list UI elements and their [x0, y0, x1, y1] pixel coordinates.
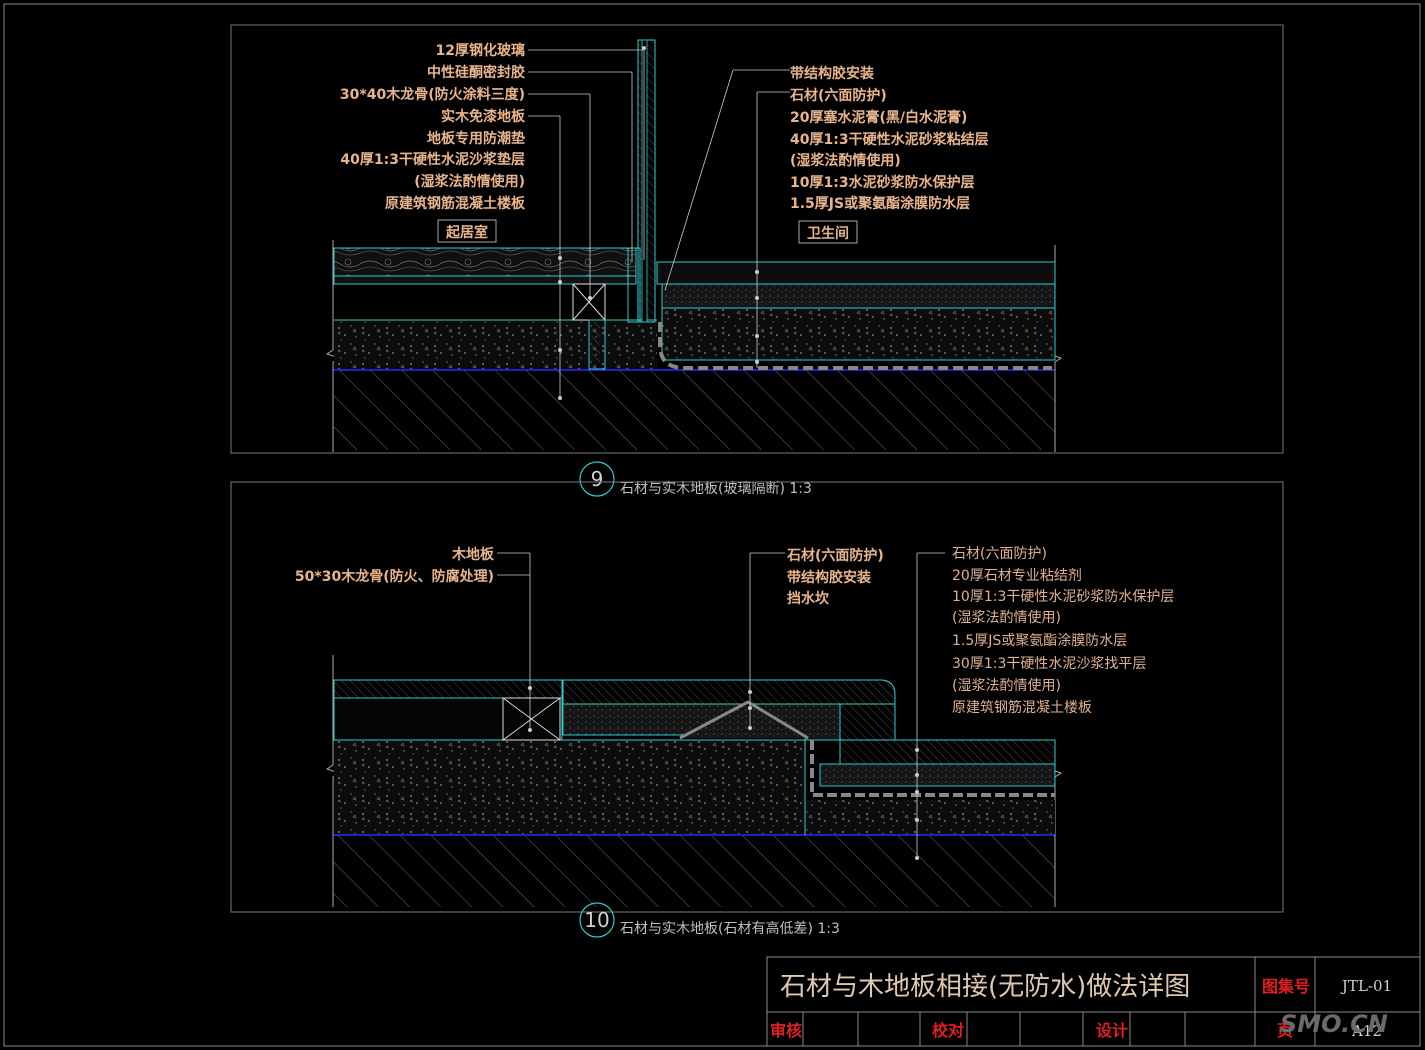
detail-10-water-curb [679, 700, 809, 740]
label-protection-layer: 10厚1:3水泥砂浆防水保护层 [790, 174, 975, 191]
label-solid-wood-floor: 实木免漆地板 [441, 108, 526, 125]
detail-10-number-circle [579, 902, 615, 938]
check-label: 校对 [932, 1021, 964, 1040]
review-label: 审核 [770, 1021, 802, 1040]
label-rc-slab: 原建筑钢筋混凝土楼板 [385, 195, 526, 212]
label-moisture-pad: 地板专用防潮垫 [427, 130, 525, 147]
drawing-title: 石材与木地板相接(无防水)做法详图 [780, 972, 1190, 1002]
watermark: SMO.CN [1280, 1010, 1388, 1038]
label-rc-slab-10: 原建筑钢筋混凝土楼板 [952, 699, 1092, 716]
label-stone-adhesive: 20厚石材专业粘结剂 [952, 568, 1082, 584]
label-adhesive-mid: 带结构胶安装 [787, 569, 872, 586]
detail-10-wood-floor [333, 679, 563, 699]
set-number-value: JTL-01 [1340, 977, 1392, 995]
detail-9-number: 9 [591, 467, 604, 491]
label-cement-paste: 20厚塞水泥膏(黑/白水泥膏) [790, 109, 967, 126]
label-mortar-bed: 40厚1:3干硬性水泥沙浆垫层 [340, 151, 525, 168]
label-wet-method-10b: (湿浆法酌情使用) [952, 677, 1061, 694]
title-block: 石材与木地板相接(无防水)做法详图 图集号 JTL-01 审核 校对 设计 页 … [766, 956, 1421, 1047]
detail-10-stone-lower [839, 739, 1056, 765]
detail-9-number-circle [579, 461, 615, 497]
label-bonding-layer: 40厚1:3干硬性水泥砂浆粘结层 [790, 131, 989, 148]
detail-10-waterproof [810, 740, 1055, 797]
detail-9-waterproof [658, 322, 1052, 370]
label-wood-floor: 木地板 [451, 546, 495, 563]
detail-10-frame [230, 481, 1284, 913]
detail-9-frame [230, 24, 1284, 454]
page-value: A12 [1351, 1022, 1382, 1040]
detail-10-joist [502, 697, 561, 741]
detail-9: 12厚钢化玻璃 中性硅酮密封胶 30*40木龙骨(防火涂料三度) 实木免漆地板 … [230, 24, 1284, 497]
detail-10-caption: 石材与实木地板(石材有高低差) 1:3 [620, 920, 840, 937]
label-water-curb: 挡水坎 [787, 590, 830, 607]
label-silicone: 中性硅酮密封胶 [427, 64, 525, 81]
detail-10-slab [333, 835, 1055, 907]
detail-9-slab [333, 370, 1055, 450]
detail-9-caption: 石材与实木地板(玻璃隔断) 1:3 [620, 480, 812, 497]
label-stone-right: 石材(六面防护) [952, 546, 1047, 562]
detail-10-number: 10 [584, 908, 609, 932]
room-bathroom: 卫生间 [807, 225, 849, 242]
label-wood-joist: 30*40木龙骨(防火涂料三度) [340, 86, 525, 103]
sheet-border [3, 3, 1421, 1047]
set-number-label: 图集号 [1262, 977, 1310, 996]
detail-9-stone [656, 261, 1056, 285]
detail-10: 木地板 50*30木龙骨(防火、防腐处理) 石材(六面防护) 带结构胶安装 挡水… [230, 481, 1284, 938]
label-waterproof-membrane: 1.5厚JS或聚氨酯涂膜防水层 [790, 195, 970, 212]
label-protection-layer-10: 10厚1:3干硬性水泥砂浆防水保护层 [952, 589, 1174, 605]
label-wet-method-10a: (湿浆法酌情使用) [952, 609, 1061, 626]
label-wet-method: (湿浆法酌情使用) [414, 173, 525, 190]
label-tempered-glass: 12厚钢化玻璃 [436, 42, 525, 59]
label-wet-method-right: (湿浆法酌情使用) [790, 152, 901, 169]
label-stone-mid: 石材(六面防护) [786, 547, 884, 564]
room-living-room: 起居室 [445, 224, 488, 241]
page-label: 页 [1277, 1021, 1293, 1040]
detail-9-wood-floor [333, 247, 637, 277]
detail-10-stone-upper [562, 679, 896, 705]
detail-9-left-screed [334, 320, 657, 369]
detail-10-screed [334, 740, 1055, 834]
label-stone: 石材(六面防护) [789, 87, 887, 104]
label-waterproof-10: 1.5厚JS或聚氨酯涂膜防水层 [952, 633, 1127, 649]
label-wood-joist-50x30: 50*30木龙骨(防火、防腐处理) [295, 568, 494, 585]
label-structural-adhesive: 带结构胶安装 [790, 65, 875, 82]
label-leveling-layer: 30厚1:3干硬性水泥沙浆找平层 [952, 656, 1146, 672]
design-label: 设计 [1096, 1021, 1128, 1040]
